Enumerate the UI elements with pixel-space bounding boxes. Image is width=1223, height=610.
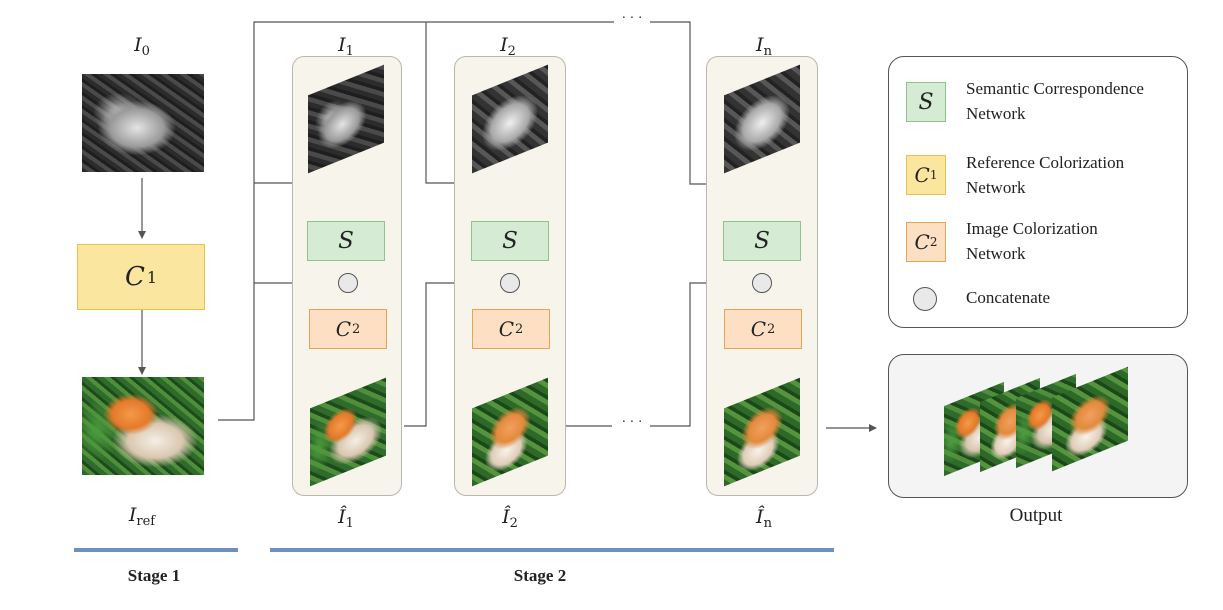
legend-concat-swatch xyxy=(913,287,937,311)
label-i0: I0 xyxy=(134,34,150,59)
concat-circle-2 xyxy=(500,273,520,293)
stage2-label: Stage 2 xyxy=(513,566,567,585)
label-iref: Iref xyxy=(128,504,156,529)
label-in: In xyxy=(756,34,772,59)
s-block-n: S xyxy=(723,221,801,261)
grayscale-reference-image xyxy=(82,74,204,172)
label-ihat2: Î2 xyxy=(502,506,518,531)
s-block-2: S xyxy=(471,221,549,261)
label-ihat1: Î1 xyxy=(338,506,354,531)
label-i1: I1 xyxy=(338,34,354,59)
dots-top: · · · xyxy=(621,11,643,26)
concat-circle-1 xyxy=(338,273,358,293)
label-ihatn: În xyxy=(756,506,772,531)
legend-concat-text: Concatenate xyxy=(966,288,1051,307)
label-i2: I2 xyxy=(500,34,516,59)
s-block-1: S xyxy=(307,221,385,261)
legend-s-swatch: S xyxy=(906,82,946,122)
colorized-reference-image xyxy=(82,377,204,475)
concat-circle-n xyxy=(752,273,772,293)
output-label: Output xyxy=(1009,505,1063,526)
stage1-label: Stage 1 xyxy=(127,566,181,585)
dots-bottom: · · · xyxy=(621,415,643,430)
